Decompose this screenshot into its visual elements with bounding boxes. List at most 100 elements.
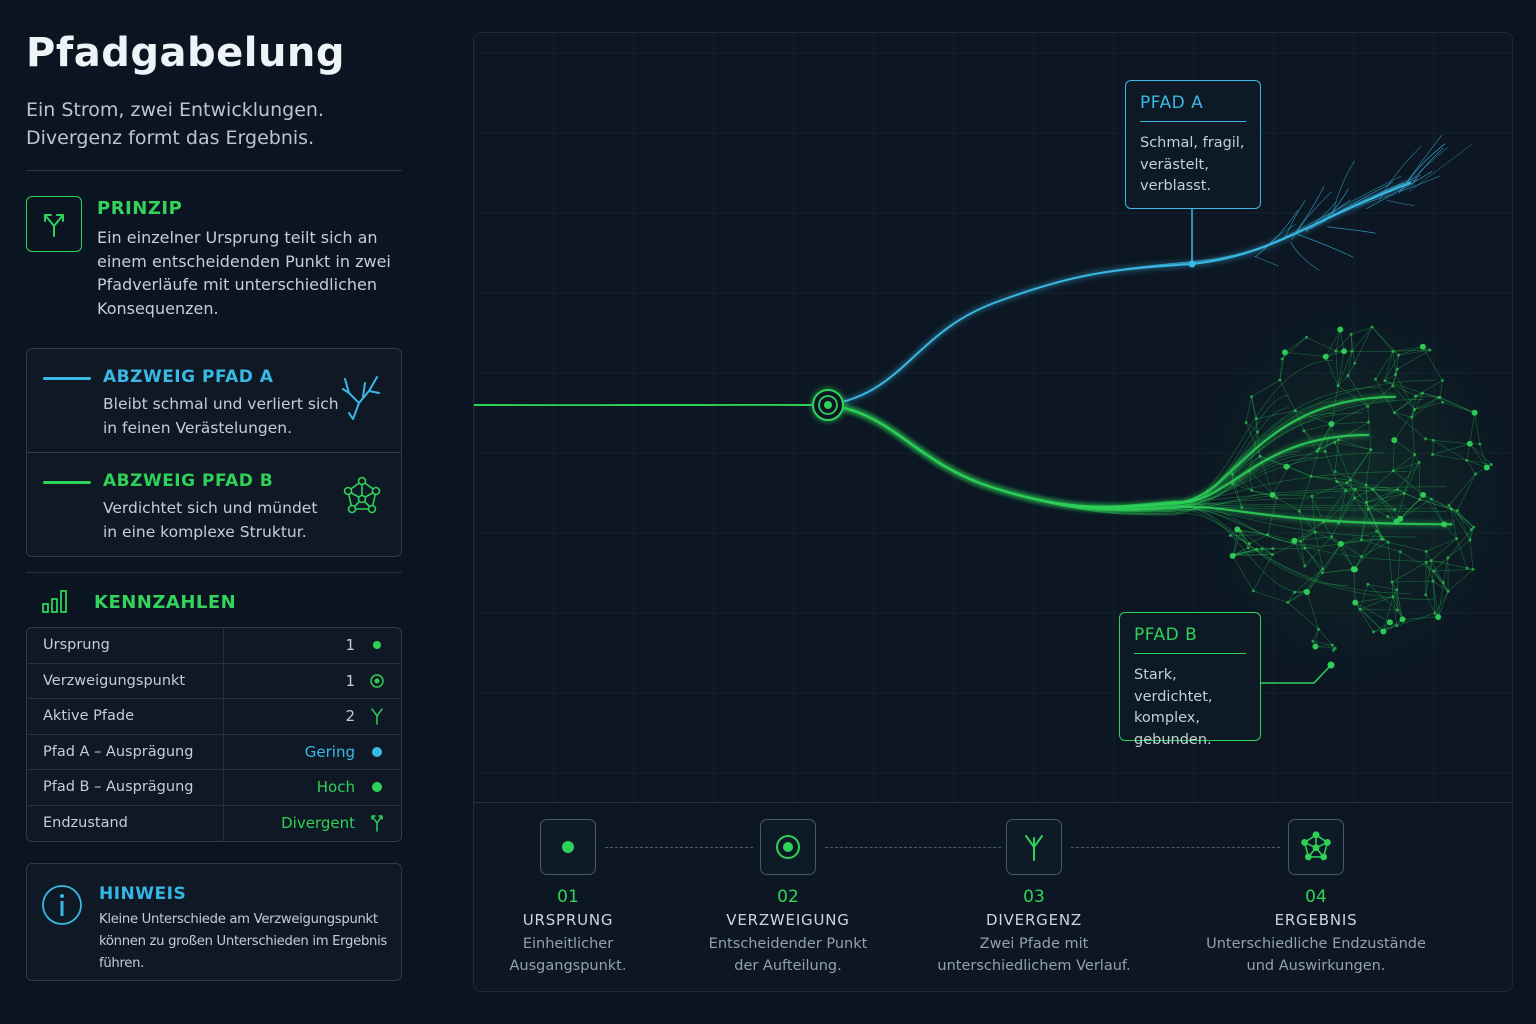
network-link bbox=[1323, 497, 1355, 523]
network-node bbox=[1344, 489, 1348, 493]
network-node bbox=[1353, 487, 1357, 491]
network-link bbox=[1432, 580, 1449, 592]
network-link bbox=[1331, 423, 1336, 443]
path-b-strand bbox=[827, 400, 1345, 507]
network-link bbox=[1354, 326, 1373, 364]
network-node bbox=[1413, 407, 1417, 411]
network-link bbox=[1439, 397, 1475, 414]
network-link bbox=[1251, 396, 1258, 433]
network-link bbox=[1392, 596, 1398, 626]
path-a-twig bbox=[1406, 147, 1449, 186]
divider bbox=[26, 170, 402, 171]
network-link bbox=[1384, 374, 1396, 381]
network-link bbox=[1367, 583, 1397, 591]
path-b-strand bbox=[827, 404, 1303, 593]
callout-b-line: komplex, bbox=[1134, 710, 1200, 726]
page-title: Pfadgabelung bbox=[26, 30, 346, 76]
network-link bbox=[1414, 397, 1439, 410]
network-link bbox=[1432, 454, 1467, 461]
branch-point bbox=[812, 389, 844, 421]
info-icon bbox=[42, 885, 82, 925]
network-link bbox=[1299, 511, 1316, 533]
network-node bbox=[1303, 589, 1307, 593]
network-node bbox=[1370, 325, 1374, 329]
network-link bbox=[1299, 476, 1312, 512]
network-node bbox=[1260, 547, 1264, 551]
subtitle-line-2: Divergenz formt das Ergebnis. bbox=[26, 127, 315, 149]
network-link bbox=[1397, 349, 1431, 370]
network-link bbox=[1457, 510, 1474, 528]
network-node bbox=[1359, 538, 1363, 542]
network-node bbox=[1309, 474, 1313, 478]
path-a-twig bbox=[1356, 193, 1395, 209]
network-link bbox=[1415, 395, 1441, 398]
step-connector bbox=[605, 847, 753, 848]
network-link bbox=[1469, 529, 1472, 540]
path-b-strand bbox=[827, 404, 1448, 513]
network-link bbox=[1432, 443, 1470, 455]
callout-a-line: Schmal, fragil, bbox=[1140, 135, 1245, 151]
network-link bbox=[1392, 596, 1403, 620]
network-link bbox=[1230, 535, 1250, 544]
kpi-value: Gering bbox=[304, 742, 355, 761]
network-link bbox=[1387, 542, 1393, 583]
network-node bbox=[1410, 415, 1414, 419]
network-link bbox=[1418, 462, 1421, 500]
step-result: 04 ERGEBNIS Unterschiedliche Endzustände… bbox=[1196, 819, 1436, 977]
network-link bbox=[1284, 337, 1307, 353]
network-node bbox=[1258, 454, 1262, 458]
network-link bbox=[1443, 557, 1449, 583]
network-link bbox=[1232, 555, 1254, 592]
network-node bbox=[1321, 567, 1325, 571]
network-node bbox=[1395, 588, 1399, 592]
network-node bbox=[1438, 395, 1442, 399]
branch-legend: ABZWEIG PFAD A Bleibt schmal und verlier… bbox=[26, 348, 402, 557]
network-link bbox=[1331, 536, 1356, 570]
network-link bbox=[1359, 596, 1394, 610]
network-node bbox=[1360, 555, 1364, 559]
network-link bbox=[1294, 410, 1305, 431]
path-b-strand bbox=[827, 404, 1337, 509]
path-b-strand bbox=[827, 404, 1445, 563]
network-link bbox=[1323, 521, 1339, 524]
dot-icon bbox=[369, 779, 385, 795]
network-link bbox=[1253, 554, 1273, 592]
network-node bbox=[1364, 483, 1368, 487]
network-link bbox=[1372, 470, 1394, 490]
network-link bbox=[1393, 462, 1420, 472]
network-link bbox=[1245, 396, 1252, 423]
network-link bbox=[1425, 551, 1432, 561]
network-link bbox=[1232, 483, 1252, 491]
network-link bbox=[1425, 538, 1457, 552]
network-link bbox=[1450, 508, 1457, 539]
network-node bbox=[1433, 611, 1437, 615]
network-link bbox=[1256, 410, 1296, 419]
network-node bbox=[1424, 593, 1428, 597]
network-node bbox=[1330, 643, 1334, 647]
network-node bbox=[1270, 552, 1274, 556]
network-node bbox=[1424, 437, 1428, 441]
network-link bbox=[1259, 455, 1287, 467]
network-link bbox=[1233, 547, 1249, 555]
note-box: HINWEIS Kleine Unterschiede am Verzweigu… bbox=[26, 863, 402, 981]
network-link bbox=[1432, 440, 1434, 455]
network-link bbox=[1422, 392, 1439, 398]
network-node bbox=[1316, 627, 1320, 631]
network-glow bbox=[1194, 303, 1512, 683]
path-a-twig bbox=[1283, 199, 1306, 241]
page-subtitle: Ein Strom, zwei Entwicklungen. Divergenz… bbox=[26, 96, 406, 152]
table-row: Ursprung 1 bbox=[27, 628, 401, 664]
path-b-strand bbox=[827, 404, 1363, 513]
network-link bbox=[1300, 531, 1316, 542]
step-number: 03 bbox=[1023, 887, 1045, 907]
step-number: 02 bbox=[777, 887, 799, 907]
path-b-strand bbox=[827, 404, 1324, 516]
kpi-label: Aktive Pfade bbox=[43, 708, 135, 724]
network-node bbox=[1280, 357, 1284, 361]
kpi-label: Endzustand bbox=[43, 814, 128, 831]
principle-heading: PRINZIP bbox=[97, 198, 183, 219]
network-node bbox=[1398, 550, 1402, 554]
network-link bbox=[1447, 539, 1471, 558]
network-link bbox=[1316, 423, 1332, 452]
